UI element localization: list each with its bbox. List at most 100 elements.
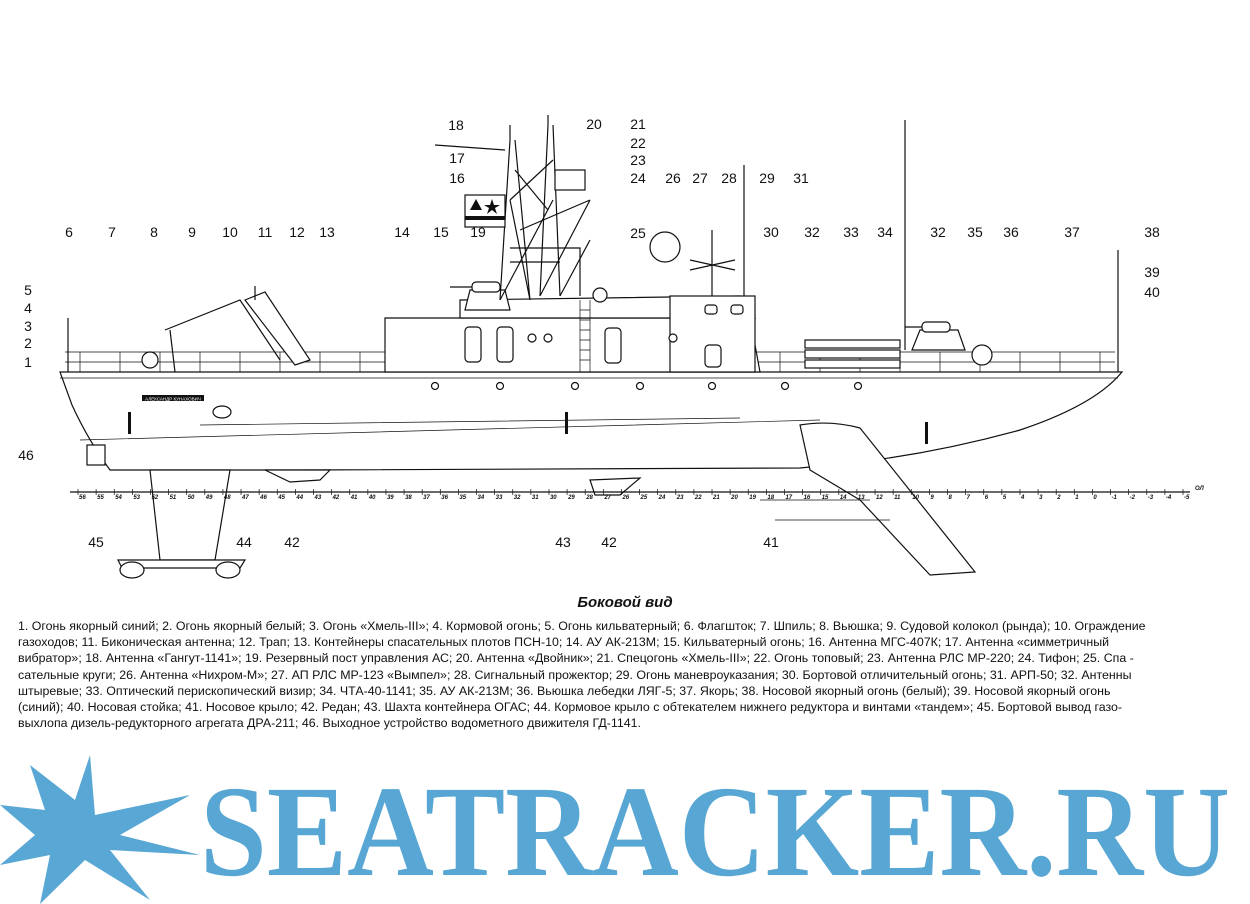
station-label: 39 xyxy=(387,495,394,501)
station-label: -5 xyxy=(1184,495,1190,501)
callout-number: 1 xyxy=(24,354,32,370)
callout-number: 40 xyxy=(1144,284,1160,300)
legend-caption: 1. Огонь якорный синий; 2. Огонь якорный… xyxy=(18,618,1178,731)
callout-number: 9 xyxy=(188,224,196,240)
callout-number: 19 xyxy=(470,224,486,240)
station-label: 4 xyxy=(1020,495,1025,501)
station-label: 21 xyxy=(712,495,720,501)
callout-number: 8 xyxy=(150,224,158,240)
watermark: SEATRACKER.RU xyxy=(0,755,1230,904)
station-label: 7 xyxy=(967,495,971,501)
callout-number: 32 xyxy=(930,224,946,240)
station-label: 53 xyxy=(133,495,140,501)
svg-text:АЛЕКСАНДР КУНАХОВИЧ: АЛЕКСАНДР КУНАХОВИЧ xyxy=(145,397,201,402)
callout-number: 11 xyxy=(258,224,273,240)
caption-line: (синий); 40. Носовая стойка; 41. Носовое… xyxy=(18,700,1123,715)
station-label: 19 xyxy=(749,495,756,501)
callout-number: 6 xyxy=(65,224,73,240)
station-label: 20 xyxy=(730,495,738,501)
callout-number: 28 xyxy=(721,170,737,186)
station-label: 9 xyxy=(930,495,934,501)
caption-line: газоходов; 11. Биконическая антенна; 12.… xyxy=(18,635,1110,650)
station-label: 40 xyxy=(368,495,376,501)
station-label: 48 xyxy=(223,495,231,501)
callout-number: 46 xyxy=(18,447,34,463)
callout-number: 27 xyxy=(692,170,708,186)
station-label: 49 xyxy=(205,495,213,501)
station-label: 26 xyxy=(621,495,629,501)
callout-number: 14 xyxy=(394,224,410,240)
waterjet-outlet xyxy=(86,444,106,466)
station-label: 14 xyxy=(840,495,847,501)
callout-number: 17 xyxy=(449,150,465,166)
station-label: 45 xyxy=(277,495,285,501)
callout-number: 37 xyxy=(1064,224,1080,240)
callout-number: 38 xyxy=(1144,224,1160,240)
callout-number: 2 xyxy=(24,335,32,351)
hull-name-plate: АЛЕКСАНДР КУНАХОВИЧ xyxy=(142,395,204,402)
station-label: 33 xyxy=(496,495,503,501)
station-label: 8 xyxy=(949,495,953,501)
station-label: 32 xyxy=(514,495,521,501)
station-label: 24 xyxy=(658,495,666,501)
bow-foil xyxy=(589,422,977,576)
gun-mount-fwd xyxy=(905,321,966,351)
station-label: 41 xyxy=(350,495,358,501)
callout-number: 23 xyxy=(630,152,646,168)
station-label: 1 xyxy=(1075,495,1079,501)
station-label: -4 xyxy=(1166,495,1172,501)
station-label: 52 xyxy=(151,495,158,501)
station-label: 16 xyxy=(804,495,811,501)
station-label: 43 xyxy=(313,495,321,501)
station-label: 47 xyxy=(241,495,249,501)
callout-number: 4 xyxy=(24,300,32,316)
callout-number: 45 xyxy=(88,534,104,550)
hull: АЛЕКСАНДР КУНАХОВИЧ xyxy=(59,371,1124,471)
station-label: 42 xyxy=(332,495,340,501)
callout-number: 15 xyxy=(433,224,449,240)
station-label: 0 xyxy=(1093,495,1097,501)
watermark-starburst-icon xyxy=(0,755,200,904)
callout-number: 41 xyxy=(763,534,779,550)
station-label: 38 xyxy=(405,495,412,501)
callout-number: 36 xyxy=(1003,224,1019,240)
radar-dome xyxy=(649,231,681,263)
station-label: 28 xyxy=(585,495,593,501)
callout-number: 33 xyxy=(843,224,859,240)
callout-number: 20 xyxy=(586,116,602,132)
station-label: 3 xyxy=(1039,495,1043,501)
callout-number: 25 xyxy=(630,225,646,241)
callout-number: 32 xyxy=(804,224,820,240)
callout-number: 5 xyxy=(24,282,32,298)
station-label: 31 xyxy=(532,495,539,501)
station-label: 5 xyxy=(1003,495,1007,501)
station-label: 29 xyxy=(567,495,575,501)
callout-number: 12 xyxy=(289,224,305,240)
callout-number: 7 xyxy=(108,224,116,240)
station-label: 13 xyxy=(858,495,865,501)
callout-number: 31 xyxy=(793,170,809,186)
drawing-title: Боковой вид xyxy=(577,594,673,611)
station-label: 50 xyxy=(188,495,195,501)
winch-reel xyxy=(971,344,993,366)
lattice-mast xyxy=(434,115,591,301)
callout-number: 16 xyxy=(449,170,465,186)
caption-line: 1. Огонь якорный синий; 2. Огонь якорный… xyxy=(18,619,1146,633)
caption-line: сательные круги; 26. Антенна «Нихром-М»;… xyxy=(18,667,1132,682)
station-label: -2 xyxy=(1130,495,1136,501)
callout-number: 13 xyxy=(319,224,335,240)
callout-number: 24 xyxy=(630,170,646,186)
station-label: 37 xyxy=(423,495,430,501)
station-label: -1 xyxy=(1112,495,1118,501)
station-label: 55 xyxy=(97,495,104,501)
station-label: 15 xyxy=(822,495,829,501)
callout-number: 18 xyxy=(448,117,464,133)
callout-number: 39 xyxy=(1144,264,1160,280)
station-label: 22 xyxy=(694,495,702,501)
callout-number: 43 xyxy=(555,534,571,550)
station-label: 10 xyxy=(912,495,919,501)
caption-line: выхлопа дизель-редукторного агрегата ДРА… xyxy=(18,716,641,731)
callout-number: 3 xyxy=(24,318,32,334)
station-label: 34 xyxy=(478,495,485,501)
callout-number: 35 xyxy=(967,224,983,240)
